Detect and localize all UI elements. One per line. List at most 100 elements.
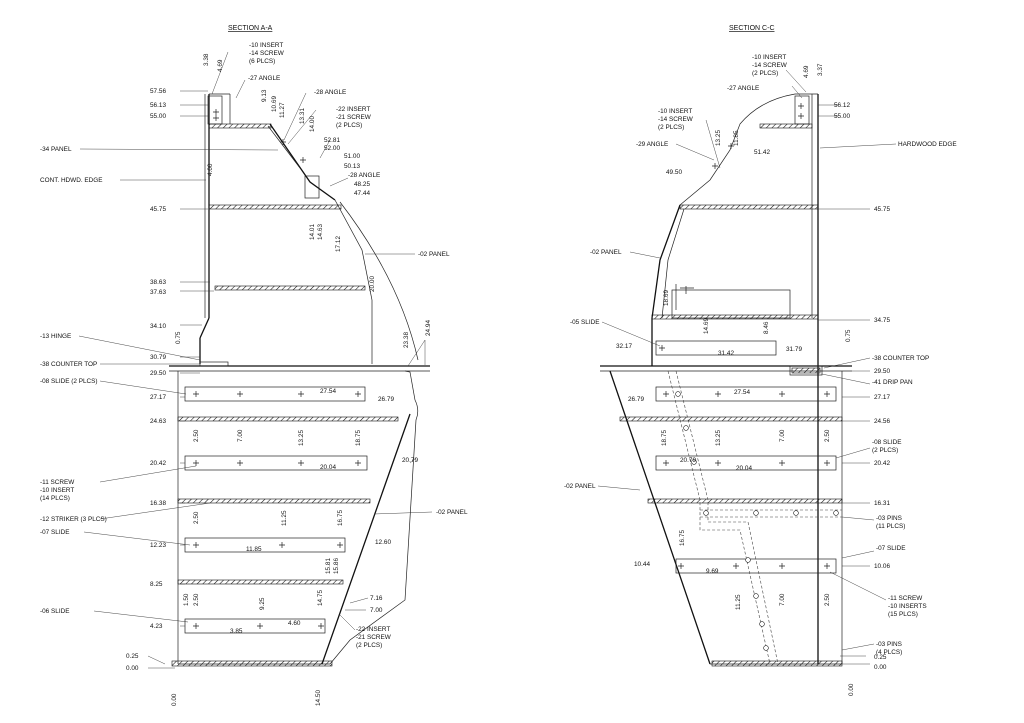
- a-dim: 11.85: [246, 546, 262, 553]
- c-callout: (2 PLCS): [872, 447, 898, 454]
- a-level: 29.50: [150, 370, 166, 377]
- a-dim: 51.00: [344, 153, 360, 160]
- c-dim: 31.42: [718, 350, 734, 357]
- a-level: 38.63: [150, 279, 166, 286]
- a-dim: 52.81: [324, 137, 340, 144]
- c-callout: (2 PLCS): [658, 124, 684, 131]
- a-callout: -14 SCREW: [249, 50, 285, 57]
- a-level: 4.23: [150, 623, 163, 630]
- a-level: 0.25: [126, 653, 139, 660]
- a-level: 27.17: [150, 394, 166, 401]
- a-dim: 0.00: [171, 693, 178, 706]
- c-dim: 7.00: [779, 429, 786, 442]
- c-callout: (11 PLCS): [876, 523, 905, 530]
- c-level: 45.75: [874, 206, 890, 213]
- c-dim: 20.04: [736, 465, 752, 472]
- section-c-pins: [667, 370, 842, 665]
- a-dim: 26.79: [378, 396, 394, 403]
- a-dim: 23.38: [403, 332, 410, 348]
- c-callout: -10 INSERTS: [888, 603, 927, 610]
- a-callout: (6 PLCS): [249, 58, 275, 65]
- c-dim: 0.75: [845, 329, 852, 342]
- c-level: 29.50: [874, 368, 890, 375]
- a-dim: 2.50: [193, 593, 200, 606]
- a-dim: 52.00: [324, 145, 340, 152]
- c-dim: 2.50: [824, 429, 831, 442]
- a-level: 55.00: [150, 113, 166, 120]
- a-dim: 50.13: [344, 163, 360, 170]
- c-level: 24.56: [874, 418, 890, 425]
- a-dim: 9.13: [261, 89, 268, 102]
- c-dim: 13.25: [715, 430, 722, 446]
- a-callout: -22 INSERT: [356, 626, 390, 633]
- c-callout: -27 ANGLE: [727, 85, 759, 92]
- c-dim: 2.50: [824, 593, 831, 606]
- a-callout: -02 PANEL: [436, 509, 468, 516]
- a-level: 0.00: [126, 665, 139, 672]
- c-dim: 7.00: [779, 593, 786, 606]
- c-callout: HARDWOOD EDGE: [898, 141, 957, 148]
- section-c-title: SECTION C-C: [729, 25, 775, 32]
- a-dim: 27.54: [320, 388, 336, 395]
- a-dim: 4.69: [217, 59, 224, 72]
- c-callout: -14 SCREW: [752, 62, 788, 69]
- a-callout: -06 SLIDE: [40, 608, 69, 615]
- c-callout: -05 SLIDE: [570, 319, 599, 326]
- c-dim: 10.44: [634, 561, 650, 568]
- a-level: 8.25: [150, 581, 163, 588]
- a-dim: 48.25: [354, 181, 370, 188]
- a-callout: -38 COUNTER TOP: [40, 361, 97, 368]
- a-dim: 24.94: [425, 320, 432, 336]
- c-dim: 11.25: [735, 594, 742, 610]
- a-dim: 15.86: [333, 558, 340, 574]
- c-callout: -07 SLIDE: [876, 545, 905, 552]
- a-callout: CONT. HDWD. EDGE: [40, 177, 103, 184]
- c-dim: 8.46: [763, 321, 770, 334]
- a-callout: -34 PANEL: [40, 146, 72, 153]
- c-callout: -10 INSERT: [658, 108, 692, 115]
- c-level: 56.12: [834, 102, 850, 109]
- a-callout: -02 PANEL: [418, 251, 450, 258]
- section-a-labels: -10 INSERT -14 SCREW (6 PLCS) -27 ANGLE …: [40, 42, 468, 706]
- a-dim: 7.00: [237, 429, 244, 442]
- a-callout: (2 PLCS): [356, 642, 382, 649]
- c-callout: -02 PANEL: [564, 483, 596, 490]
- c-callout: -14 SCREW: [658, 116, 694, 123]
- a-dim: 1.50: [183, 593, 190, 606]
- a-dim: 13.31: [299, 108, 306, 124]
- a-callout: -07 SLIDE: [40, 529, 69, 536]
- a-dim: 13.25: [298, 430, 305, 446]
- a-dim: 10.69: [271, 96, 278, 112]
- a-dim: 14.50: [315, 690, 322, 706]
- a-level: 34.10: [150, 323, 166, 330]
- c-callout: -11 SCREW: [888, 595, 923, 602]
- c-dim: 20.79: [680, 457, 696, 464]
- a-callout: -21 SCREW: [336, 114, 372, 121]
- a-dim: 3.85: [230, 628, 243, 635]
- a-level: 37.63: [150, 289, 166, 296]
- a-level: 24.63: [150, 418, 166, 425]
- c-callout: (4 PLCS): [876, 649, 902, 656]
- c-callout: (2 PLCS): [752, 70, 778, 77]
- a-callout: (14 PLCS): [40, 495, 70, 502]
- a-dim: 0.75: [175, 331, 182, 344]
- section-a-title: SECTION A-A: [228, 25, 273, 32]
- c-dim: 31.79: [786, 346, 802, 353]
- c-callout: -10 INSERT: [752, 54, 786, 61]
- c-dim: 18.69: [663, 290, 670, 306]
- a-callout: -11 SCREW: [40, 479, 75, 486]
- c-callout: -41 DRIP PAN: [872, 379, 913, 386]
- a-dim: 9.25: [259, 597, 266, 610]
- c-level: 0.00: [874, 664, 887, 671]
- a-callout: -12 STRIKER (3 PLCS): [40, 516, 107, 523]
- a-level: 16.38: [150, 500, 166, 507]
- c-callout: -38 COUNTER TOP: [872, 355, 929, 362]
- c-dim: 26.79: [628, 396, 644, 403]
- a-level: 56.13: [150, 102, 166, 109]
- a-level: 30.79: [150, 354, 166, 361]
- a-callout: -13 HINGE: [40, 333, 71, 340]
- c-dim: 27.54: [734, 389, 750, 396]
- c-dim: 49.50: [666, 169, 682, 176]
- section-c-outline: [600, 93, 852, 665]
- a-level: 45.75: [150, 206, 166, 213]
